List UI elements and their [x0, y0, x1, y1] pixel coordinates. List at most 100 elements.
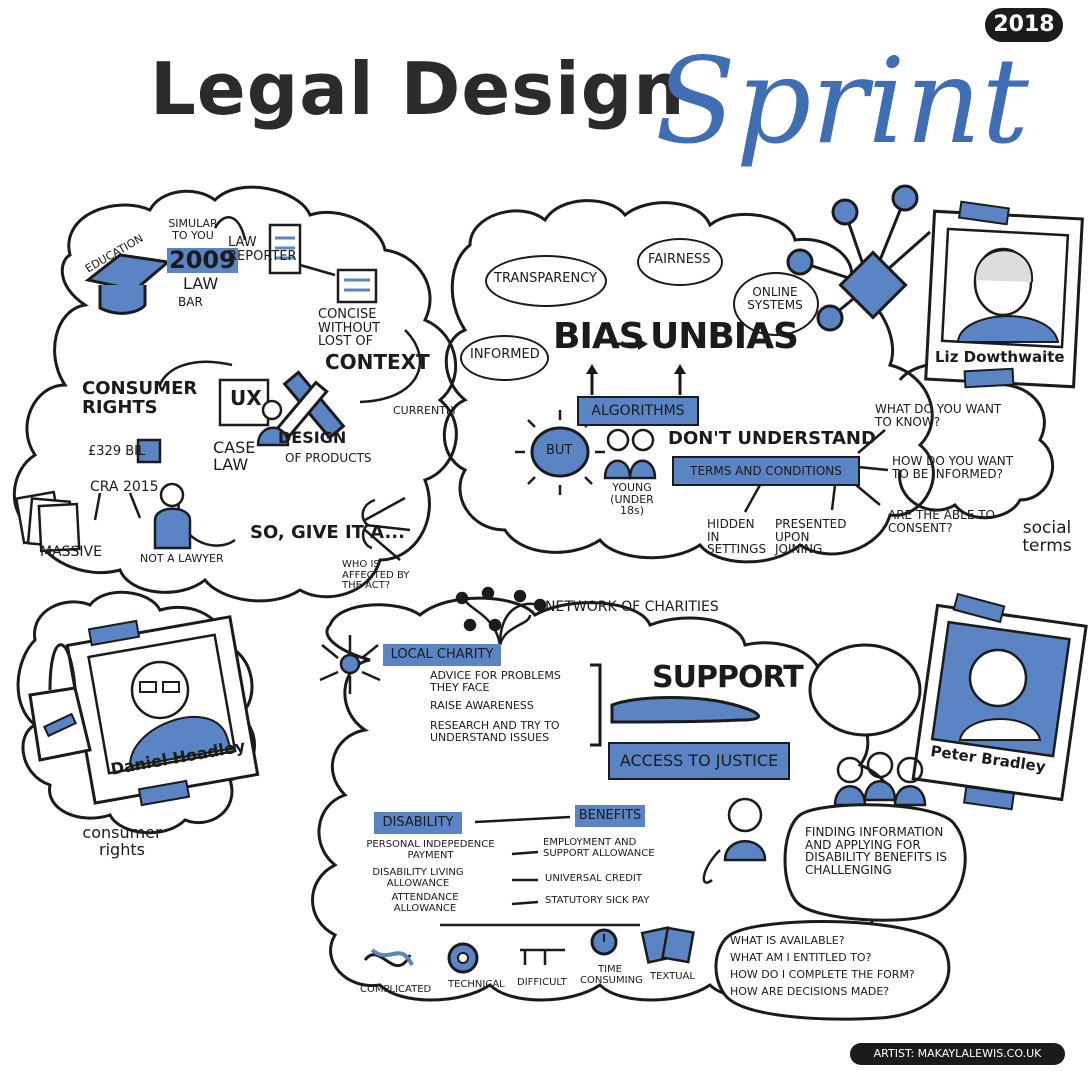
complicated-label: COMPLICATED — [360, 984, 432, 995]
bullet-advice: ADVICE FOR PROBLEMS THEY FACE — [430, 669, 561, 694]
title-script: Sprint — [655, 32, 1029, 170]
textual-documents-icon — [640, 926, 695, 964]
informed-label: INFORMED — [470, 347, 540, 362]
questions-bubble — [714, 919, 951, 1021]
fairness-label: FAIRNESS — [648, 252, 711, 267]
liz-name: Liz Dowthwaite — [935, 348, 1065, 366]
what-know-label: WHAT DO YOU WANT TO KNOW? — [875, 402, 1002, 429]
esa-label: EMPLOYMENT AND SUPPORT ALLOWANCE — [543, 837, 655, 859]
finding-bubble — [783, 803, 967, 922]
similar-label: SIMULAR TO YOU — [168, 217, 218, 242]
difficult-label: DIFFICULT — [517, 977, 567, 988]
online-systems-bubble — [733, 272, 819, 336]
disability-label: DISABILITY — [382, 815, 454, 830]
transparency-label: TRANSPARENCY — [494, 271, 597, 286]
not-lawyer-label: NOT A LAWYER — [140, 552, 224, 565]
left-cloud-outline — [12, 185, 458, 603]
child-figure-icon — [723, 797, 767, 862]
question-available: WHAT IS AVAILABLE? — [730, 934, 845, 947]
algorithms-label: ALGORITHMS — [591, 403, 685, 419]
network-icon — [786, 184, 931, 332]
artist-badge[interactable]: ARTIST: MAKAYLALEWIS.CO.UK — [850, 1043, 1065, 1065]
ux-person-icon — [218, 378, 290, 447]
ux-label: UX — [230, 386, 262, 410]
unbias-label: UNBIAS — [650, 316, 799, 357]
dont-understand-label: DON'T UNDERSTAND — [668, 428, 876, 449]
documents-pile-icon — [14, 490, 81, 553]
law-reporter-label: LAW REPORTER — [228, 235, 297, 264]
graduation-cap-icon — [84, 253, 172, 315]
local-charity-label: LOCAL CHARITY — [390, 647, 494, 662]
speech-bubble-empty — [808, 643, 922, 737]
how-informed-label: HOW DO YOU WANT TO BE INFORMED? — [892, 454, 1014, 481]
consumer-rights-topic: consumer rights — [82, 823, 162, 859]
presented-label: PRESENTED UPON JOINING — [775, 517, 847, 557]
design-label: DESIGN — [278, 428, 347, 447]
time-consuming-label: TIME CONSUMING — [580, 964, 643, 986]
question-form: HOW DO I COMPLETE THE FORM? — [730, 968, 915, 981]
people-group-icon — [833, 751, 927, 807]
sun-icon — [515, 410, 605, 495]
give-it-label: SO, GIVE IT A... — [250, 522, 405, 543]
finding-label: FINDING INFORMATION AND APPLYING FOR DIS… — [805, 825, 948, 877]
ssp-label: STATUTORY SICK PAY — [545, 895, 650, 906]
able-consent-label: ARE THE ABLE TO CONSENT? — [888, 508, 995, 535]
confused-person-icon — [153, 482, 192, 550]
hidden-label: HIDDEN IN SETTINGS — [707, 517, 767, 557]
young-label: YOUNG (UNDER 18s) — [610, 481, 654, 518]
algorithms-box: ALGORITHMS — [577, 396, 699, 426]
support-label: SUPPORT — [652, 660, 804, 695]
peter-photo-frame — [911, 603, 1088, 802]
aa-label: ATTENDANCE ALLOWANCE — [391, 892, 459, 914]
complicated-icon — [363, 948, 414, 968]
of-products-label: OF PRODUCTS — [285, 451, 372, 465]
question-entitled: WHAT AM I ENTITLED TO? — [730, 951, 872, 964]
face-profile-icon — [361, 498, 376, 550]
bias-label: BIAS — [553, 316, 645, 357]
consumer-rights-heading: CONSUMER RIGHTS — [82, 378, 198, 418]
bullet-awareness: RAISE AWARENESS — [430, 699, 534, 712]
fairness-bubble — [637, 238, 723, 286]
terms-label: TERMS AND CONDITIONS — [690, 464, 842, 478]
hub-icon — [319, 635, 381, 694]
massive-label: MASSIVE — [40, 544, 102, 560]
gear-icon — [447, 942, 479, 974]
helping-hand-icon — [610, 696, 760, 724]
law-label: LAW — [183, 274, 219, 293]
clock-icon — [590, 928, 618, 956]
bullet-research: RESEARCH AND TRY TO UNDERSTAND ISSUES — [430, 719, 560, 744]
terms-box: TERMS AND CONDITIONS — [672, 456, 860, 486]
year-badge: 2018 — [985, 8, 1063, 42]
question-decisions: HOW ARE DECISIONS MADE? — [730, 985, 890, 998]
artist-credit: ARTIST: MAKAYLALEWIS.CO.UK — [873, 1047, 1042, 1060]
network-label: NETWORK OF CHARITIES — [545, 599, 719, 615]
difficult-icon — [520, 948, 565, 965]
social-terms-topic: social terms — [1022, 518, 1072, 556]
law-reporter-icon — [268, 223, 378, 304]
case-law-label: CASE LAW — [213, 438, 256, 474]
concise-label: CONCISE WITHOUT LOST OF — [318, 307, 381, 350]
dla-label: DISABILITY LIVING ALLOWANCE — [372, 867, 464, 889]
access-box: ACCESS TO JUSTICE — [608, 742, 790, 780]
technical-label: TECHNICAL — [448, 979, 505, 990]
right-cloud-outline — [442, 199, 935, 564]
informed-bubble — [460, 335, 549, 381]
title-main: Legal Design — [150, 47, 686, 131]
context-label: CONTEXT — [325, 350, 430, 374]
charity-network-icon — [455, 586, 547, 646]
who-affected-label: WHO IS AFFECTED BY THE ACT? — [342, 559, 410, 591]
bil-label: £329 BIL — [88, 444, 146, 459]
year-badge-text: 2018 — [993, 12, 1055, 37]
online-systems-label: ONLINE SYSTEMS — [747, 285, 803, 312]
textual-label: TEXTUAL — [650, 971, 695, 982]
liz-photo-frame — [924, 209, 1084, 389]
currently-label: CURRENTLY — [393, 404, 458, 417]
but-label: BUT — [546, 443, 573, 458]
bar-label: BAR — [178, 295, 203, 309]
access-label: ACCESS TO JUSTICE — [619, 751, 779, 770]
uc-label: UNIVERSAL CREDIT — [545, 873, 642, 884]
benefits-label: BENEFITS — [578, 808, 642, 823]
disability-box: DISABILITY — [374, 812, 462, 834]
gavel-bag-icon — [28, 643, 92, 762]
